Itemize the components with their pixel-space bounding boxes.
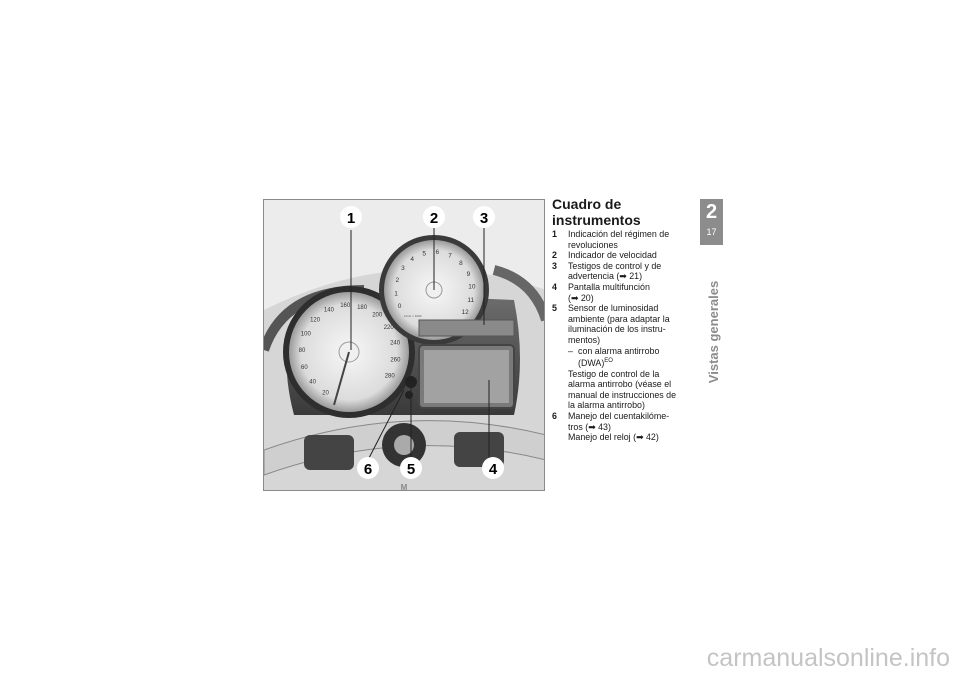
legend-text: Pantalla multifunción(➡ 20) (568, 281, 650, 303)
legend-item: 4 Pantalla multifunción(➡ 20) (552, 282, 702, 303)
gauge-tick-label: 240 (390, 341, 401, 347)
gauge-tick-label: 8 (459, 260, 463, 267)
legend-number: 4 (552, 281, 557, 292)
section-title-line1: Cuadro de (552, 196, 622, 212)
gauge-tick-label: 260 (390, 358, 401, 364)
gauge-tick-label: 10 (468, 284, 476, 291)
legend-number: 5 (552, 303, 557, 314)
tacho-unit-label: 1/min × 1000 (404, 314, 422, 318)
chapter-number: 2 (705, 201, 718, 223)
callout-4: 4 (489, 461, 498, 478)
gauge-tick-label: 2 (395, 277, 399, 284)
gauge-tick-label: 1 (394, 290, 398, 297)
legend-number: 1 (552, 229, 557, 239)
gauge-tick-label: 11 (467, 297, 474, 304)
gauge-tick-label: 4 (410, 256, 414, 263)
legend-number: 3 (552, 260, 557, 271)
gauge-tick-label: 80 (299, 348, 306, 354)
legend-subitem: –con alarma antirrobo(DWA)EO (568, 345, 660, 369)
legend-item: 2 Indicador de velocidad (552, 250, 702, 261)
legend-text: Manejo del cuentakilóme-tros (➡ 43)Manej… (568, 411, 670, 443)
gauge-tick-label: 200 (372, 312, 383, 318)
chapter-tab (700, 199, 723, 245)
gauge-tick-label: 40 (309, 380, 316, 386)
page-number: 17 (706, 227, 717, 237)
callout-2: 2 (430, 210, 438, 227)
legend-number: 2 (552, 250, 557, 261)
gauge-tick-label: 140 (324, 308, 335, 314)
watermark: carmanualsonline.info (706, 644, 950, 672)
gauge-tick-label: 0 (398, 303, 402, 310)
callout-3: 3 (480, 210, 488, 227)
gauge-tick-label: 20 (322, 391, 329, 397)
gauge-tick-label: 160 (340, 303, 351, 309)
legend-item: 6 Manejo del cuentakilóme-tros (➡ 43)Mane… (552, 411, 702, 443)
gauge-tick-label: 120 (310, 317, 321, 323)
legend-text: Indicador de velocidad (568, 250, 657, 261)
gauge-tick-label: 7 (448, 253, 452, 260)
gauge-tick-label: 3 (401, 265, 405, 272)
gauge-tick-label: 6 (435, 249, 439, 256)
gauge-tick-label: 60 (301, 365, 308, 371)
bmw-m-logo: M (401, 483, 408, 491)
section-title-line2: instrumentos (552, 212, 641, 228)
gauge-tick-label: 220 (384, 325, 395, 331)
callout-6: 6 (364, 461, 372, 478)
callout-5: 5 (407, 461, 415, 478)
legend-number: 6 (552, 411, 557, 422)
callout-1: 1 (347, 210, 355, 227)
gauge-tick-label: 180 (357, 305, 368, 311)
gauge-tick-label: 100 (301, 332, 312, 338)
gauge-tick-label: 5 (422, 250, 426, 257)
chapter-side-title: Vistas generales (706, 280, 721, 384)
gauge-tick-label: 9 (467, 271, 471, 278)
section-title: Cuadro de instrumentos (552, 196, 692, 228)
gauge-tick-label: 280 (385, 374, 396, 380)
gauge-tick-label: 12 (461, 309, 469, 316)
